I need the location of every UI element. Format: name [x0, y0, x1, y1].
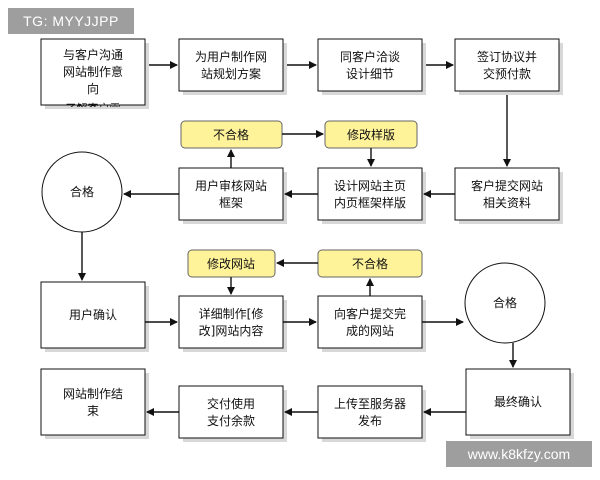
node-communicate-line-2: 网站制作意: [63, 64, 123, 79]
node-review-frame: 用户审核网站 框架: [178, 167, 284, 221]
node-plan-line-2: 站规划方案: [201, 66, 261, 81]
label-modify-sample-text: 修改样版: [347, 127, 395, 142]
node-submit-site-line-2: 成的网站: [346, 323, 394, 338]
node-sign-line-1: 签订协议并: [477, 49, 537, 64]
node-communicate-cut-line: 了解客户需: [66, 101, 121, 115]
node-pass-2: 合格: [464, 262, 546, 344]
node-end: 网站制作结 束: [40, 368, 146, 436]
node-upload: 上传至服务器 发布: [317, 385, 423, 439]
node-plan-line-1: 为用户制作网: [195, 49, 267, 64]
label-fail-2: 不合格: [317, 249, 423, 278]
node-upload-line-1: 上传至服务器: [334, 396, 406, 411]
node-review-frame-line-1: 用户审核网站: [195, 178, 267, 193]
label-modify-site: 修改网站: [187, 249, 276, 278]
node-plan: 为用户制作网 站规划方案: [178, 38, 284, 92]
node-communicate-line-3: 向: [87, 81, 99, 96]
node-detail-build-line-1: 详细制作[修: [199, 306, 264, 321]
node-sign: 签订协议并 交预付款: [454, 38, 560, 92]
node-submit-site-line-1: 向客户提交完: [334, 306, 406, 321]
label-fail-1: 不合格: [180, 120, 283, 149]
label-modify-site-text: 修改网站: [207, 256, 255, 271]
node-pass-2-label: 合格: [493, 295, 517, 310]
node-submit-material-line-2: 相关资料: [483, 196, 531, 210]
node-communicate: 与客户沟通 网站制作意 向 了解客户需: [40, 38, 146, 115]
node-submit-material: 客户提交网站 相关资料: [454, 167, 560, 221]
flow-arrows: [78, 61, 517, 416]
node-design-frame-line-1: 设计网站主页: [334, 179, 406, 193]
node-detail-build: 详细制作[修 改]网站内容: [178, 295, 284, 349]
node-final-confirm: 最终确认: [465, 368, 571, 436]
node-upload-line-2: 发布: [358, 413, 382, 428]
node-end-line-1: 网站制作结: [63, 387, 123, 401]
node-negotiate-line-1: 同客户洽谈: [340, 49, 400, 64]
node-end-line-2: 束: [87, 404, 99, 418]
node-deliver-line-1: 交付使用: [207, 396, 255, 411]
label-fail-1-text: 不合格: [213, 127, 249, 142]
node-design-frame: 设计网站主页 内页框架样版: [317, 167, 423, 221]
watermark-bottom-right: www.k8kfzy.com: [446, 441, 592, 467]
node-negotiate-line-2: 设计细节: [346, 67, 394, 81]
label-modify-sample: 修改样版: [324, 120, 418, 149]
node-pass-1: 合格: [41, 151, 123, 233]
node-pass-1-label: 合格: [70, 184, 94, 199]
node-deliver-line-2: 支付余款: [207, 413, 255, 428]
node-sign-line-2: 交预付款: [483, 66, 531, 81]
node-user-confirm: 用户确认: [40, 281, 146, 349]
node-detail-build-line-2: 改]网站内容: [199, 323, 264, 338]
node-negotiate: 同客户洽谈 设计细节: [317, 38, 423, 92]
node-submit-material-line-1: 客户提交网站: [471, 178, 543, 193]
node-deliver: 交付使用 支付余款: [178, 385, 284, 439]
node-submit-site: 向客户提交完 成的网站: [317, 295, 423, 349]
watermark-top-left: TG: MYYJJPP: [8, 8, 134, 34]
node-communicate-line-1: 与客户沟通: [63, 47, 123, 62]
node-review-frame-line-2: 框架: [219, 196, 243, 210]
node-user-confirm-label: 用户确认: [69, 307, 117, 322]
node-design-frame-line-2: 内页框架样版: [334, 195, 406, 210]
label-fail-2-text: 不合格: [352, 256, 388, 271]
node-final-confirm-label: 最终确认: [494, 394, 542, 409]
